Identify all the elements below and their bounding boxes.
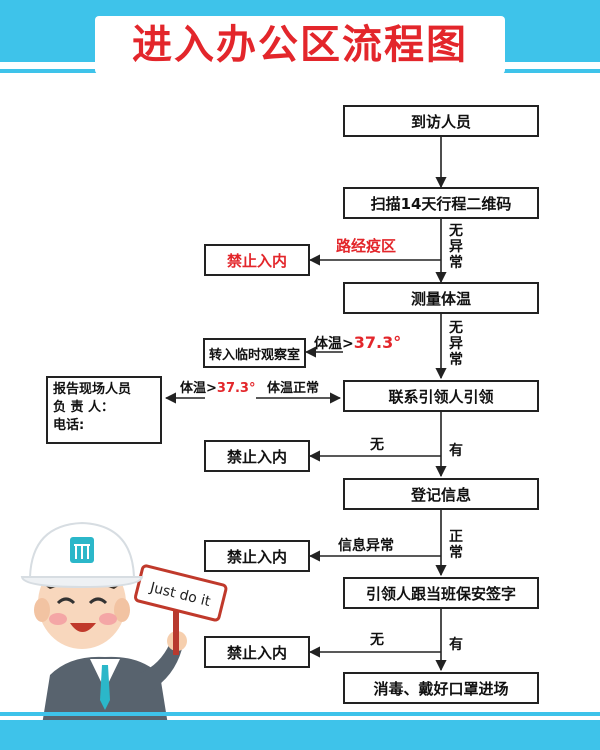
label-have-2: 有 <box>449 637 463 653</box>
report-line-3: 电话: <box>53 418 85 433</box>
report-line-1: 报告现场人员 <box>53 382 132 397</box>
observation-room-box: 转入临时观察室 <box>203 338 306 368</box>
label-epidemic-route: 路经疫区 <box>336 237 397 255</box>
label-temp-value-1: 37.3° <box>353 333 402 352</box>
construction-worker-mascot-icon: Just do it <box>20 521 228 725</box>
step-scan-qr: 扫描14天行程二维码 <box>343 187 539 219</box>
footer-band <box>0 720 600 750</box>
step-guard-sign: 引领人跟当班保安签字 <box>343 577 539 609</box>
deny-entry-box-3: 禁止入内 <box>204 540 310 572</box>
deny-entry-box-4: 禁止入内 <box>204 636 310 668</box>
label-no-abnormal-1: 无异常 <box>449 223 463 271</box>
step-contact-guide: 联系引领人引领 <box>343 380 539 412</box>
label-have-1: 有 <box>449 443 463 459</box>
step-disinfect: 消毒、戴好口罩进场 <box>343 672 539 704</box>
label-temp-over-2: 体温>37.3° <box>180 381 255 397</box>
deny-entry-box-1: 禁止入内 <box>204 244 310 276</box>
label-none-2: 无 <box>370 632 384 648</box>
label-temp-value-2: 37.3° <box>216 381 256 396</box>
footer-stripe <box>0 712 600 716</box>
step-measure-temp: 测量体温 <box>343 282 539 314</box>
label-no-abnormal-2: 无异常 <box>449 320 463 368</box>
step-register: 登记信息 <box>343 478 539 510</box>
report-line-2: 负 责 人： <box>53 400 115 415</box>
report-box: 报告现场人员 负 责 人： 电话: <box>46 376 162 444</box>
page-title: 进入办公区流程图 <box>132 22 468 68</box>
label-none-1: 无 <box>370 437 384 453</box>
label-temp-over-1: 体温>37.3° <box>314 333 402 353</box>
step-visitor: 到访人员 <box>343 105 539 137</box>
label-temp-prefix-1: 体温> <box>314 336 354 352</box>
deny-entry-box-2: 禁止入内 <box>204 440 310 472</box>
label-temp-normal: 体温正常 <box>267 381 320 396</box>
label-temp-prefix-2: 体温> <box>180 381 217 396</box>
title-panel <box>95 16 505 74</box>
label-normal: 正常 <box>449 529 463 561</box>
label-info-abnormal: 信息异常 <box>338 538 394 554</box>
